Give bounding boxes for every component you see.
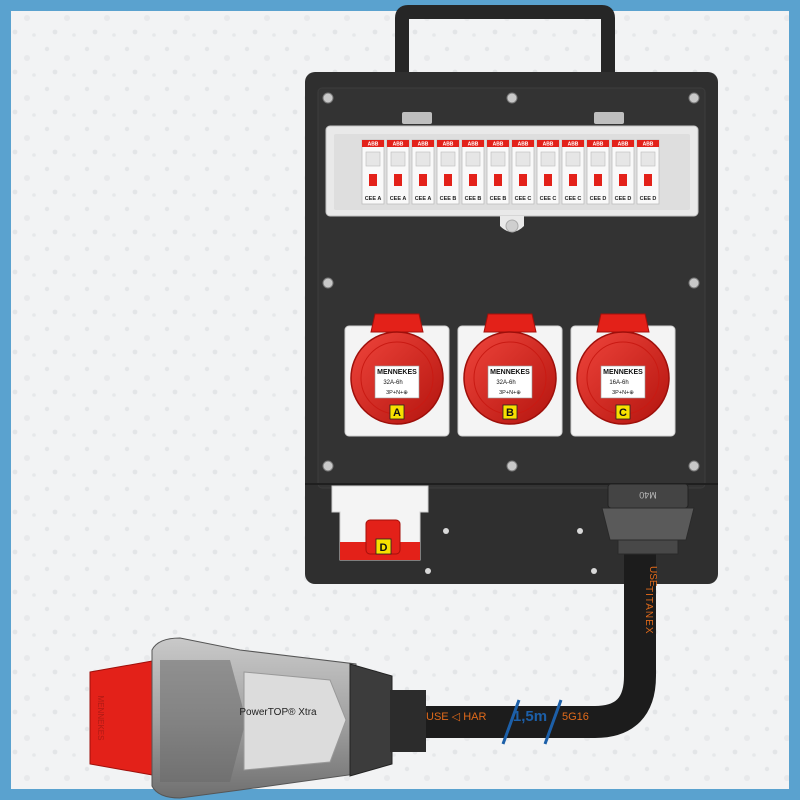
breaker-toggle[interactable] [369, 174, 377, 186]
screw-5 [688, 277, 700, 289]
cable-print-use: USE [647, 566, 658, 587]
carry-handle [395, 5, 615, 72]
circuit-breaker[interactable]: ABB CEE D [611, 139, 635, 205]
socket-spec: 3P+N+⊕ [612, 390, 634, 396]
socket-letter: A [393, 407, 401, 419]
socket-a[interactable]: MENNEKES 32A-6h 3P+N+⊕ A [344, 313, 450, 437]
plug-brand: MENNEKES [96, 696, 105, 741]
breaker-toggle[interactable] [469, 174, 477, 186]
circuit-breaker[interactable]: ABB CEE A [361, 139, 385, 205]
breaker-label: CEE D [615, 196, 632, 202]
socket-b[interactable]: MENNEKES 32A-6h 3P+N+⊕ B [457, 313, 563, 437]
breaker-toggle[interactable] [544, 174, 552, 186]
circuit-breaker[interactable]: ABB CEE B [436, 139, 460, 205]
breaker-toggle[interactable] [519, 174, 527, 186]
socket-c[interactable]: MENNEKES 16A-6h 3P+N+⊕ C [570, 313, 676, 437]
breaker-toggle[interactable] [594, 174, 602, 186]
breaker-brand: ABB [568, 142, 579, 148]
breaker-brand: ABB [493, 142, 504, 148]
breaker-label: CEE D [590, 196, 607, 202]
socket-rating: 32A-6h [496, 380, 515, 386]
breaker-toggle[interactable] [619, 174, 627, 186]
cable-print-left: USE ◁ HAR [426, 711, 486, 723]
breaker-brand: ABB [368, 142, 379, 148]
circuit-breaker[interactable]: ABB CEE B [486, 139, 510, 205]
socket-d-letter: D [380, 542, 388, 554]
circuit-breaker[interactable]: ABB CEE A [386, 139, 410, 205]
breaker-toggle[interactable] [419, 174, 427, 186]
breaker-brand: ABB [643, 142, 654, 148]
breaker-label: CEE B [440, 196, 457, 202]
cable-length: 1,5m [513, 708, 547, 725]
breaker-toggle[interactable] [394, 174, 402, 186]
circuit-breaker[interactable]: ABB CEE B [461, 139, 485, 205]
socket-spec: 3P+N+⊕ [386, 390, 408, 396]
screw-1 [322, 92, 334, 104]
socket-rating: 32A-6h [383, 380, 402, 386]
breaker-brand: ABB [543, 142, 554, 148]
breaker-brand: ABB [593, 142, 604, 148]
screw-6 [322, 460, 334, 472]
breaker-brand: ABB [618, 142, 629, 148]
socket-rating: 16A-6h [609, 380, 628, 386]
breaker-label: CEE A [415, 196, 432, 202]
socket-brand: MENNEKES [603, 369, 643, 376]
side-socket-d: D [331, 485, 429, 561]
breaker-label: CEE A [365, 196, 382, 202]
screw-2 [506, 92, 518, 104]
breaker-toggle[interactable] [644, 174, 652, 186]
breaker-label: CEE A [390, 196, 407, 202]
socket-brand: MENNEKES [377, 369, 417, 376]
breaker-brand: ABB [418, 142, 429, 148]
circuit-breaker[interactable]: ABB CEE C [511, 139, 535, 205]
screw-7 [506, 460, 518, 472]
breaker-toggle[interactable] [444, 174, 452, 186]
plug-model: PowerTOP® Xtra [239, 707, 317, 718]
breaker-brand: ABB [468, 142, 479, 148]
circuit-breaker[interactable]: ABB CEE C [561, 139, 585, 205]
breaker-panel: ABB CEE A ABB CEE A ABB CEE A ABB CEE B ABB CEE B… [325, 112, 699, 233]
breaker-brand: ABB [393, 142, 404, 148]
breaker-label: CEE B [490, 196, 507, 202]
cable-print-right: 5G16 [562, 711, 589, 723]
screw-3 [688, 92, 700, 104]
power-cable: USE TITANEX USE ◁ HAR 1,5m 5G16 [395, 520, 658, 745]
breaker-label: CEE D [640, 196, 657, 202]
cable-gland: M40 [601, 483, 695, 555]
circuit-breaker[interactable]: ABB CEE C [536, 139, 560, 205]
breaker-label: CEE B [465, 196, 482, 202]
screw-4 [322, 277, 334, 289]
circuit-breaker[interactable]: ABB CEE D [586, 139, 610, 205]
circuit-breaker[interactable]: ABB CEE D [636, 139, 660, 205]
length-mark-right [543, 699, 563, 745]
breaker-brand: ABB [518, 142, 529, 148]
cable-print-brand: TITANEX [643, 586, 654, 634]
socket-letter: B [506, 407, 514, 419]
breaker-toggle[interactable] [494, 174, 502, 186]
breaker-toggle[interactable] [569, 174, 577, 186]
breaker-brand: ABB [443, 142, 454, 148]
socket-brand: MENNEKES [490, 369, 530, 376]
socket-letter: C [619, 407, 627, 419]
socket-spec: 3P+N+⊕ [499, 390, 521, 396]
breaker-label: CEE C [540, 196, 557, 202]
screw-8 [688, 460, 700, 472]
cee-plug: MENNEKES PowerTOP® Xtra [89, 637, 426, 799]
gland-label: M40 [639, 490, 657, 500]
breaker-label: CEE C [515, 196, 532, 202]
breaker-label: CEE C [565, 196, 582, 202]
circuit-breaker[interactable]: ABB CEE A [411, 139, 435, 205]
length-mark-left [501, 699, 521, 745]
